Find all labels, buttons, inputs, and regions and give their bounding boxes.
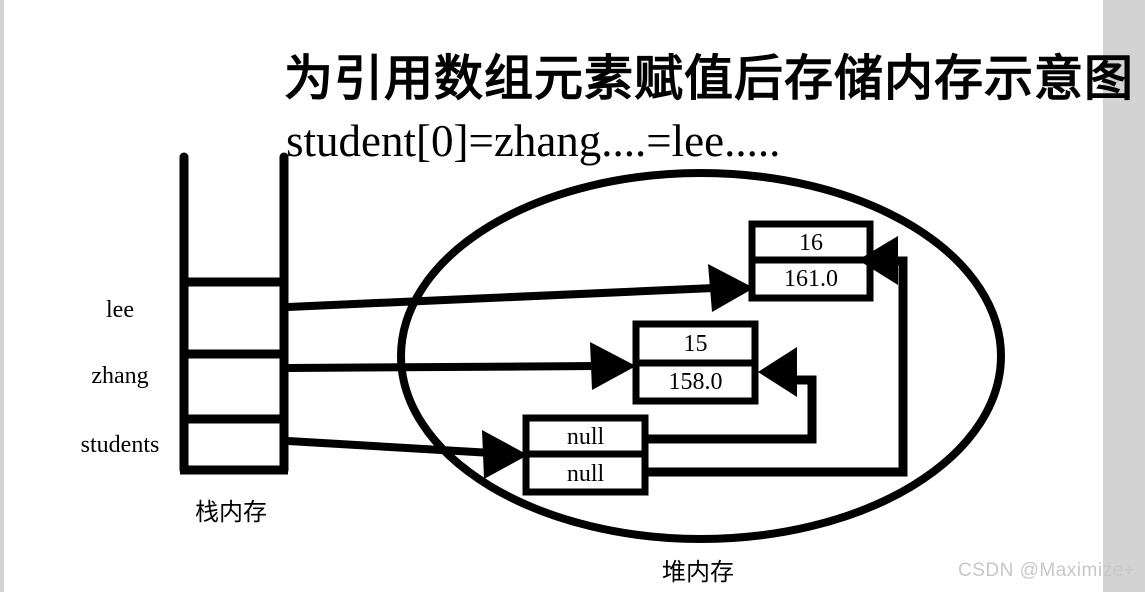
lee-object-field-age: 16 — [799, 230, 823, 256]
stack-memory-outline — [179, 152, 289, 475]
heap-ellipse — [397, 169, 1005, 543]
arrow-slot0-to-zhang-object — [645, 347, 817, 444]
zhang-object-field-age: 15 — [683, 331, 708, 357]
lee-object-field-height: 161.0 — [784, 266, 838, 292]
stack-memory-caption: 栈内存 — [195, 500, 267, 526]
diagram-subtitle: student[0]=zhang....=lee..... — [286, 116, 781, 166]
stack-cell-label-students: students — [80, 432, 160, 458]
csdn-watermark: CSDN @Maximize+ — [958, 560, 1136, 581]
arrow-students-to-array — [287, 430, 528, 479]
object-box-zhang — [632, 320, 759, 405]
stack-cell-label-lee: lee — [106, 297, 134, 323]
arrow-zhang-to-object — [287, 342, 636, 390]
diagram-title: 为引用数组元素赋值后存储内存示意图 — [284, 52, 1135, 106]
heap-memory-caption: 堆内存 — [662, 560, 734, 586]
students-array-slot-1: null — [566, 461, 605, 487]
left-edge-strip — [0, 0, 4, 592]
zhang-object-field-height: 158.0 — [668, 369, 723, 395]
right-edge-strip — [1103, 0, 1145, 592]
stack-cell-label-zhang: zhang — [91, 363, 149, 389]
arrow-slot1-to-lee-object — [645, 236, 908, 477]
students-array-slot-0: null — [566, 424, 605, 450]
arrow-lee-to-object — [287, 264, 754, 312]
